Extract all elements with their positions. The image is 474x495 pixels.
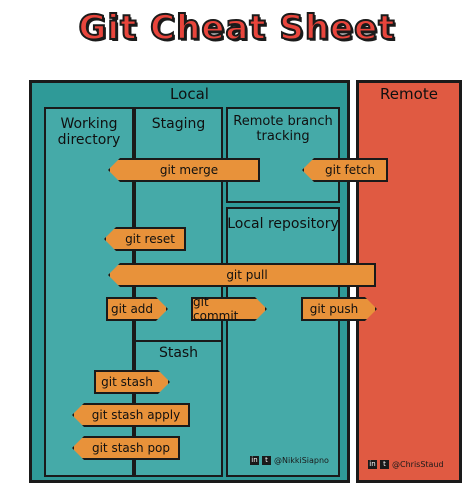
git-push-arrow: git push — [301, 297, 377, 321]
working-directory-label: Working directory — [57, 116, 121, 148]
credit-remote-handle: @ChrisStaud — [392, 460, 444, 469]
credit-local-handle: @NikkiSiapno — [274, 456, 329, 465]
credit-local: in t @NikkiSiapno — [250, 456, 329, 465]
remote-branch-tracking-label: Remote branch tracking — [233, 114, 333, 144]
staging-label: Staging — [151, 116, 206, 132]
git-add-arrow: git add — [106, 297, 168, 321]
git-stash-arrow: git stash — [94, 370, 170, 394]
linkedin-icon: in — [368, 460, 377, 469]
git-stash-apply-arrow: git stash apply — [72, 403, 190, 427]
diagram-title: Git Cheat Sheet — [78, 7, 396, 49]
git-fetch-arrow: git fetch — [302, 158, 388, 182]
remote-branch-tracking-area — [226, 107, 340, 203]
linkedin-icon: in — [250, 456, 259, 465]
git-pull-arrow: git pull — [108, 263, 376, 287]
git-commit-arrow: git commit — [191, 297, 267, 321]
git-stash-pop-arrow: git stash pop — [72, 436, 180, 460]
twitter-icon: t — [262, 456, 271, 465]
local-repository-area — [226, 207, 340, 477]
local-repository-label: Local repository — [227, 216, 339, 232]
twitter-icon: t — [380, 460, 389, 469]
credit-remote: in t @ChrisStaud — [368, 460, 444, 469]
git-merge-arrow: git merge — [108, 158, 260, 182]
remote-label: Remote — [380, 85, 438, 103]
stash-label: Stash — [158, 345, 199, 361]
local-label: Local — [170, 85, 209, 103]
git-reset-arrow: git reset — [104, 227, 186, 251]
